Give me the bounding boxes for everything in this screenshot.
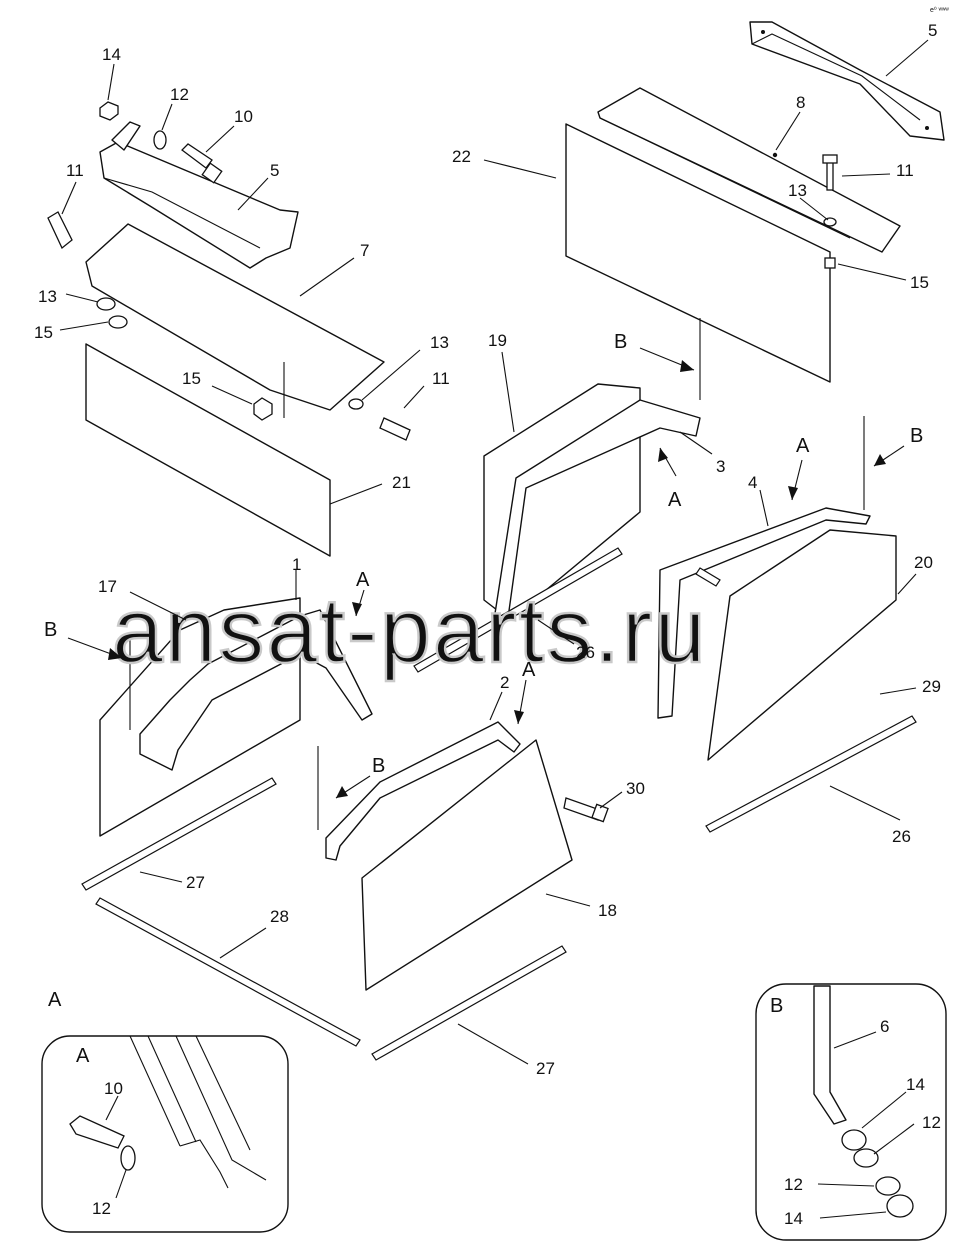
detail-a-callout-12: 12 (92, 1199, 111, 1218)
detail-a-callout-10: 10 (104, 1079, 123, 1098)
callout-11: 11 (66, 161, 84, 180)
center-upright-panel (413, 318, 701, 673)
callout-30: 30 (626, 779, 645, 798)
detail-b-callout-6: 6 (880, 1017, 889, 1036)
callout-13: 13 (430, 333, 449, 352)
view-label-b: B (44, 619, 57, 641)
right-side-panel (657, 416, 917, 833)
view-label-a: A (796, 435, 810, 457)
callout-20: 20 (914, 553, 933, 572)
detail-b-callout-14: 14 (784, 1209, 803, 1228)
watermark: ansat-parts.ru (112, 580, 708, 682)
detail-a-title: A (76, 1045, 90, 1067)
detail-b-inset: B 6 14 12 12 14 (755, 983, 947, 1241)
callout-numbers: 14 12 10 11 5 7 13 15 15 13 11 21 1 17 5… (34, 21, 941, 1078)
top-left-panel-assembly (85, 223, 385, 557)
callout-18: 18 (598, 901, 617, 920)
center-front-panel (317, 721, 609, 1061)
left-side-panel (81, 597, 373, 1047)
callout-19: 19 (488, 331, 507, 350)
view-label-a: A (522, 659, 536, 681)
view-arrows (67, 347, 905, 799)
callout-10: 10 (234, 107, 253, 126)
callout-13: 13 (38, 287, 57, 306)
callout-11: 11 (896, 161, 914, 180)
callout-13: 13 (788, 181, 807, 200)
detail-a-caption: A (48, 989, 62, 1011)
callout-28: 28 (270, 907, 289, 926)
callout-29: 29 (922, 677, 941, 696)
callout-12: 12 (170, 85, 189, 104)
callout-5: 5 (928, 21, 937, 40)
detail-b-title: B (770, 995, 783, 1017)
detail-a-inset: A 10 12 (41, 1035, 289, 1233)
corner-mark: e⁰ ʷʷʷ (930, 6, 949, 14)
callout-17: 17 (98, 577, 117, 596)
callout-2: 2 (500, 673, 509, 692)
view-label-b: B (372, 755, 385, 777)
callout-1: 1 (292, 555, 301, 574)
callout-15: 15 (182, 369, 201, 388)
bolt-11-right (822, 154, 838, 269)
view-label-b: B (910, 425, 923, 447)
callout-7: 7 (360, 241, 369, 260)
callout-27: 27 (536, 1059, 555, 1078)
top-right-panel-assembly (565, 87, 901, 383)
callout-3: 3 (716, 457, 725, 476)
callout-26: 26 (576, 643, 595, 662)
hardware-14-12-10 (99, 101, 223, 184)
callout-4: 4 (748, 473, 757, 492)
callout-22: 22 (452, 147, 471, 166)
detail-b-callout-14: 14 (906, 1075, 925, 1094)
view-label-a: A (356, 569, 370, 591)
bracket-left (99, 121, 299, 269)
callout-11: 11 (432, 369, 450, 388)
callout-5: 5 (270, 161, 279, 180)
callout-8: 8 (796, 93, 805, 112)
detail-b-callout-12: 12 (922, 1113, 941, 1132)
bracket-right (749, 21, 945, 141)
hardware-11-13-15-left (47, 211, 411, 441)
view-label-b: B (614, 331, 627, 353)
leader-lines (59, 39, 929, 1065)
callout-15: 15 (910, 273, 929, 292)
callout-26: 26 (892, 827, 911, 846)
callout-15: 15 (34, 323, 53, 342)
view-labels: B A A B B A A B (44, 331, 923, 777)
view-label-a: A (668, 489, 682, 511)
callout-21: 21 (392, 473, 411, 492)
detail-b-callout-12: 12 (784, 1175, 803, 1194)
callout-27: 27 (186, 873, 205, 892)
callout-14: 14 (102, 45, 121, 64)
